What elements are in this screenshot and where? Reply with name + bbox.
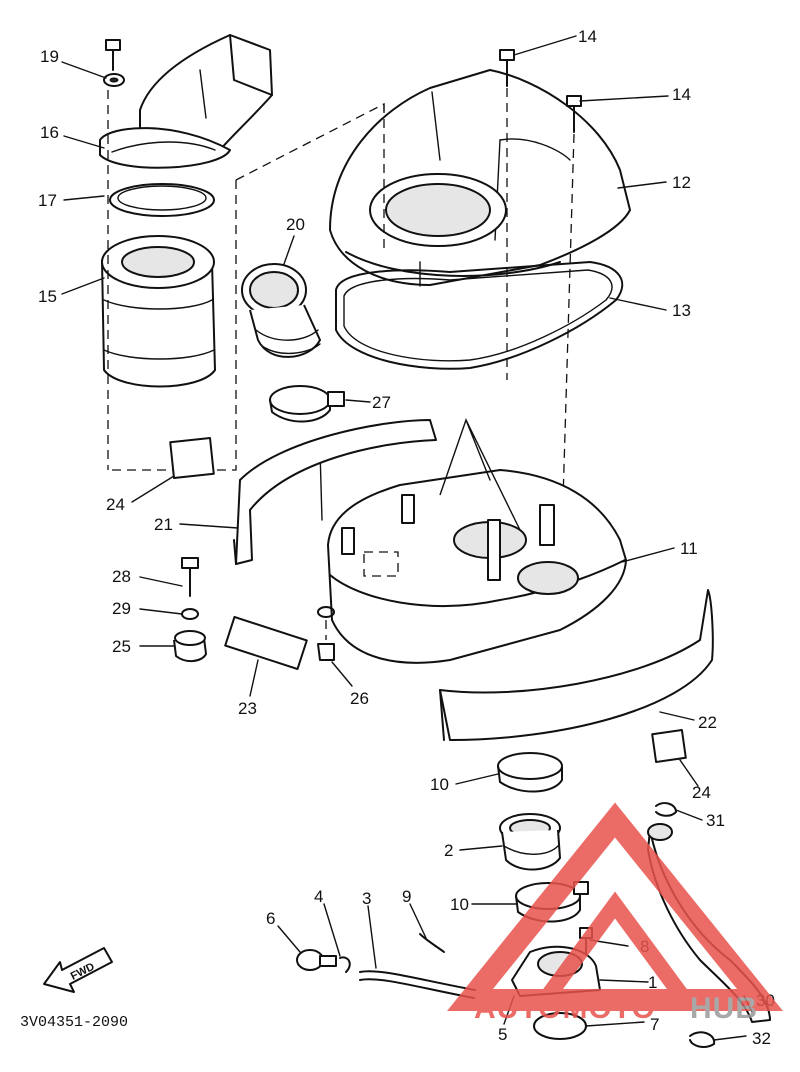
leader-lines (61, 35, 753, 1041)
part-25-damper (173, 630, 207, 662)
callout-11: 11 (680, 539, 698, 558)
fwd-arrow-icon (43, 947, 113, 993)
callout-32: 32 (752, 1029, 771, 1048)
part-26-grommet (317, 606, 335, 661)
callout-3: 3 (362, 889, 371, 908)
part-17-seal-ring (109, 183, 215, 217)
callout-5: 5 (498, 1025, 507, 1044)
part-28-bolt (181, 557, 199, 597)
callout-12: 12 (672, 173, 691, 192)
part-24-pad-lower (651, 729, 687, 763)
part-9-clip (419, 933, 445, 953)
part-23-pad (224, 615, 308, 671)
part-24-pad-upper (169, 437, 215, 479)
callout-19: 19 (40, 47, 59, 66)
callout-24b: 24 (692, 783, 711, 802)
watermark-text-gray: HUB (690, 992, 758, 1025)
part-29-washer (181, 608, 199, 620)
part-16-intake-duct (99, 34, 273, 169)
callout-2: 2 (444, 841, 453, 860)
callout-10a: 10 (430, 775, 449, 794)
callout-26: 26 (350, 689, 369, 708)
part-20-joint-rubber (241, 263, 321, 358)
callout-13: 13 (672, 301, 691, 320)
part-2-joint (499, 813, 561, 871)
callout-4: 4 (314, 887, 323, 906)
callout-17: 17 (38, 191, 57, 210)
callout-10b: 10 (450, 895, 469, 914)
part-32-clip (689, 1031, 716, 1048)
part-21-band (233, 419, 437, 565)
part-22-band (439, 589, 714, 741)
callout-1: 1 (648, 973, 657, 992)
line-art (43, 34, 771, 1048)
callout-9: 9 (402, 887, 411, 906)
part-27-clamp (269, 385, 345, 423)
part-19-bolt (103, 39, 125, 87)
callout-14b: 14 (672, 85, 691, 104)
callout-28: 28 (112, 567, 131, 586)
diagram-code: 3V04351-2090 (20, 1014, 128, 1031)
callout-24a: 24 (106, 495, 125, 514)
callout-14a: 14 (578, 27, 597, 46)
part-6-plug (296, 949, 337, 971)
watermark-triangle-icon (447, 802, 783, 1011)
callout-6: 6 (266, 909, 275, 928)
callout-7: 7 (650, 1015, 659, 1034)
callout-22: 22 (698, 713, 717, 732)
automotohub-watermark-logo: AUTOMOTO HUB (447, 802, 783, 1025)
part-11-air-box-case (327, 469, 627, 664)
part-4-clip (339, 956, 351, 973)
callout-31: 31 (706, 811, 725, 830)
part-13-gasket (335, 261, 624, 370)
part-10-clamp-upper (497, 752, 563, 793)
callout-16: 16 (40, 123, 59, 142)
callout-29: 29 (112, 599, 131, 618)
part-12-air-box-cover (329, 69, 631, 287)
callout-20: 20 (286, 215, 305, 234)
callout-labels: 19 16 17 15 20 14 14 12 13 27 24 21 11 2… (38, 27, 775, 1048)
part-31-clip (655, 802, 677, 817)
callout-23: 23 (238, 699, 257, 718)
callout-25: 25 (112, 637, 131, 656)
part-3-hose (359, 970, 476, 991)
callout-21: 21 (154, 515, 173, 534)
watermark-text-red: AUTOMOTO (474, 992, 656, 1025)
callout-15: 15 (38, 287, 57, 306)
part-15-filter-element (101, 235, 216, 388)
callout-27: 27 (372, 393, 391, 412)
